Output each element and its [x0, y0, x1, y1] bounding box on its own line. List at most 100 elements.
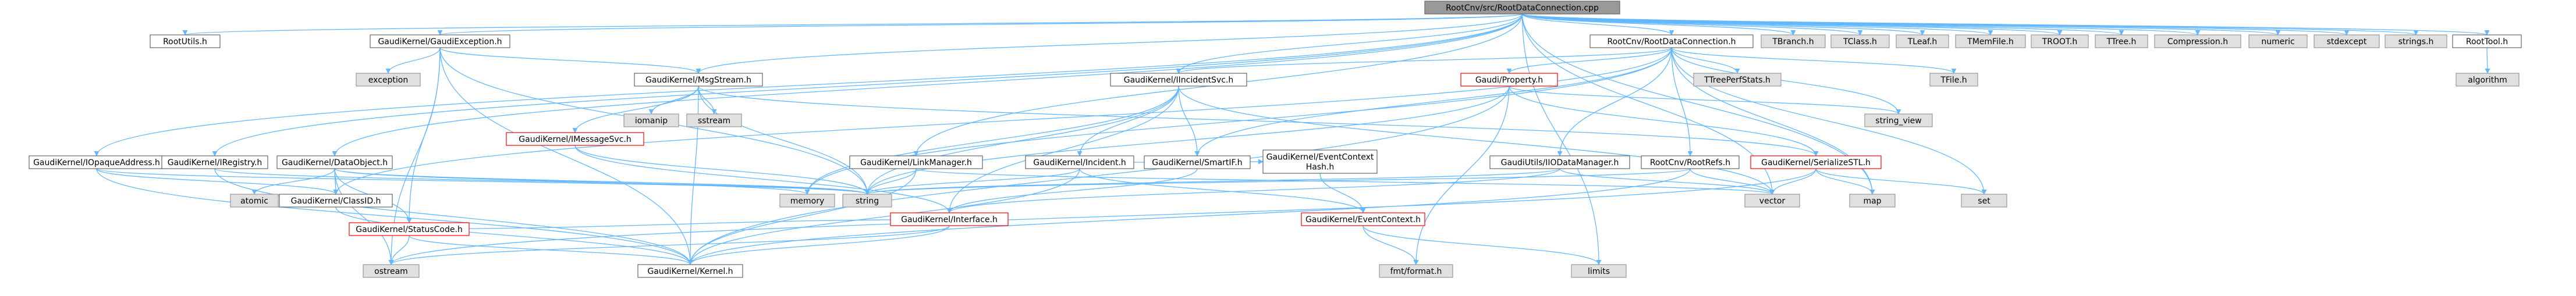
node-box	[1460, 73, 1558, 87]
node-label: GaudiKernel/DataObject.h	[282, 158, 388, 167]
node-memory: memory	[779, 194, 835, 208]
node-box	[150, 34, 221, 48]
edge-roottool-to-algorithm	[2485, 47, 2490, 74]
node-gaudikernel-incident-h[interactable]: GaudiKernel/Incident.h	[1025, 155, 1134, 169]
edge-iregistry-to-string	[214, 168, 870, 195]
node-vector: vector	[1744, 194, 1800, 208]
node-gaudikernel-interface-h[interactable]: GaudiKernel/Interface.h	[890, 212, 1009, 226]
node-gaudikernel-msgstream-h[interactable]: GaudiKernel/MsgStream.h	[634, 73, 763, 87]
node-gaudikernel-serializestl-h[interactable]: GaudiKernel/SerializeSTL.h	[1750, 155, 1882, 169]
node-strings-h: strings.h	[2385, 34, 2447, 48]
node-box	[1849, 194, 1896, 208]
node-box	[370, 34, 510, 48]
edge-iincidentsvc-to-interface	[946, 85, 1179, 213]
node-gaudikernel-eventcontext-h[interactable]: GaudiKernel/EventContext.h	[1301, 212, 1425, 226]
edge-serializestl-to-map	[1815, 168, 1875, 195]
node-rootutils-h[interactable]: RootUtils.h	[150, 34, 221, 48]
node-gaudikernel-linkmanager-h[interactable]: GaudiKernel/LinkManager.h	[849, 155, 983, 169]
node-exception: exception	[356, 73, 421, 87]
edge-root-to-numeric	[1521, 13, 2280, 35]
node-label: RootCnv/src/RootDataConnection.cpp	[1446, 3, 1599, 13]
edge-rootrefs-to-string	[864, 168, 1691, 195]
edge-incident-to-kernel	[687, 168, 1080, 265]
node-box	[161, 155, 268, 169]
edge-gaudiexc-to-exception	[385, 47, 441, 74]
node-gaudikernel-gaudiexception-h[interactable]: GaudiKernel/GaudiException.h	[370, 34, 510, 48]
node-box	[1144, 155, 1251, 169]
node-rootcnv-src-rootdataconnection-cpp[interactable]: RootCnv/src/RootDataConnection.cpp	[1424, 1, 1620, 15]
node-label: strings.h	[2398, 37, 2434, 47]
edge-msgstream-to-serializestl	[698, 85, 1819, 156]
node-gaudikernel-imessagesvc-h[interactable]: GaudiKernel/IMessageSvc.h	[506, 132, 644, 146]
node-gaudiutils-iiodatamanager-h[interactable]: GaudiUtils/IIODataManager.h	[1489, 155, 1630, 169]
edge-root-to-dataobject	[332, 13, 1523, 156]
node-limits: limits	[1571, 264, 1627, 278]
node-gaudikernel-classid-h[interactable]: GaudiKernel/ClassID.h	[279, 194, 393, 208]
node-box	[363, 264, 420, 278]
node-box	[230, 194, 279, 208]
node-box	[356, 73, 421, 87]
edge-property-to-serializestl	[1509, 85, 1819, 156]
edge-eventcontext-to-limits	[1362, 225, 1602, 265]
node-gaudikernel-kernel-h[interactable]: GaudiKernel/Kernel.h	[637, 264, 743, 278]
node-label: TTree.h	[2106, 37, 2137, 47]
edge-rootdataconn-to-property	[1506, 47, 1672, 74]
node-gaudikernel-iregistry-h[interactable]: GaudiKernel/IRegistry.h	[161, 155, 268, 169]
node-rootcnv-rootdataconnection-h[interactable]: RootCnv/RootDataConnection.h	[1589, 34, 1754, 48]
node-label: GaudiKernel/GaudiException.h	[378, 37, 502, 47]
node-map: map	[1849, 194, 1896, 208]
node-tleaf-h: TLeaf.h	[1896, 34, 1949, 48]
node-box	[1955, 34, 2026, 48]
node-ostream: ostream	[363, 264, 420, 278]
node-label: set	[1978, 197, 1990, 206]
node-label: GaudiKernel/EventContext	[1266, 153, 1374, 162]
node-gaudikernel-smartif-h[interactable]: GaudiKernel/SmartIF.h	[1144, 155, 1251, 169]
node-label: GaudiKernel/IOpaqueAddress.h	[33, 158, 160, 167]
node-label: GaudiKernel/SmartIF.h	[1152, 158, 1242, 167]
node-label: TTreePerfStats.h	[1704, 76, 1770, 85]
node-box	[1750, 155, 1882, 169]
node-label: GaudiKernel/StatusCode.h	[356, 225, 463, 234]
edge-msgstream-to-string	[698, 85, 870, 195]
edge-root-to-iopaque	[94, 13, 1523, 156]
edge-root-to-rootdataconn	[1521, 13, 1674, 35]
edge-interface-to-kernel	[687, 225, 950, 265]
edge-msgstream-to-iomanip	[648, 85, 699, 115]
node-gaudi-property-h[interactable]: Gaudi/Property.h	[1460, 73, 1558, 87]
node-box	[849, 155, 983, 169]
node-label: atomic	[240, 197, 268, 206]
node-label: GaudiKernel/IRegistry.h	[168, 158, 262, 167]
node-box	[1571, 264, 1627, 278]
edge-rootdataconn-to-rootrefs	[1671, 47, 1693, 156]
edge-iopaque-to-classid	[96, 168, 339, 195]
node-gaudikernel-statuscode-h[interactable]: GaudiKernel/StatusCode.h	[349, 222, 470, 236]
node-label: string_view	[1875, 116, 1921, 126]
node-box	[2456, 73, 2520, 87]
node-box	[842, 194, 892, 208]
edge-gaudiexc-to-msgstream	[439, 47, 701, 74]
node-label: fmt/format.h	[1390, 267, 1442, 276]
node-box	[637, 264, 743, 278]
edge-interface-to-ostream	[388, 225, 950, 265]
node-gaudikernel-dataobject-h[interactable]: GaudiKernel/DataObject.h	[276, 155, 393, 169]
edge-rootdataconn-to-classid	[333, 47, 1672, 195]
node-gaudikernel-iincidentsvc-h[interactable]: GaudiKernel/IIncidentSvc.h	[1110, 73, 1247, 87]
node-label: GaudiKernel/MsgStream.h	[645, 76, 751, 85]
node-label: RootUtils.h	[163, 37, 207, 47]
node-iomanip: iomanip	[623, 113, 679, 127]
node-label: TROOT.h	[2042, 37, 2078, 47]
node-label: string	[856, 197, 879, 206]
edge-incident-to-eventcontext	[1079, 168, 1366, 213]
node-numeric: numeric	[2248, 34, 2308, 48]
node-rootcnv-rootrefs-h[interactable]: RootCnv/RootRefs.h	[1641, 155, 1740, 169]
node-box	[1693, 73, 1782, 87]
edge-statuscode-to-ostream	[388, 235, 410, 265]
node-tbranch-h: TBranch.h	[1761, 34, 1826, 48]
node-label: RootCnv/RootRefs.h	[1650, 158, 1730, 167]
node-sstream: sstream	[686, 113, 742, 127]
node-gaudikernel-iopaqueaddress-h[interactable]: GaudiKernel/IOpaqueAddress.h	[29, 155, 165, 169]
node-atomic: atomic	[230, 194, 279, 208]
node-roottool-h[interactable]: RootTool.h	[2452, 34, 2522, 48]
